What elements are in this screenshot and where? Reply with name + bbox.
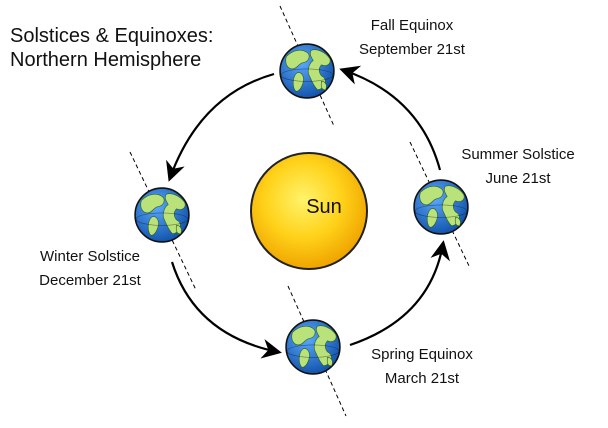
title-line-1: Solstices & Equinoxes: <box>10 25 214 47</box>
earth-icon-winter <box>134 187 190 243</box>
orbit-arrow-fall-to-winter <box>166 72 275 182</box>
caption-winter-solstice: Winter Solstice December 21st <box>28 245 152 293</box>
earth-icon-fall <box>279 43 335 99</box>
axis-line-summer <box>409 141 471 269</box>
orbit-arrow-winter-to-spring <box>170 261 282 359</box>
caption-date: September 21st <box>359 41 465 58</box>
caption-summer-solstice: Summer Solstice June 21st <box>452 143 584 191</box>
diagram-title: Solstices & Equinoxes: Northern Hemisphe… <box>10 24 213 72</box>
axis-line-winter <box>129 151 197 291</box>
caption-spring-equinox: Spring Equinox March 21st <box>360 343 484 391</box>
title-line-2: Northern Hemisphere <box>10 49 202 71</box>
caption-date: March 21st <box>384 370 460 387</box>
earth-icon-spring <box>285 319 341 375</box>
sun <box>250 152 368 270</box>
caption-name: Fall Equinox <box>370 17 454 34</box>
sun-label: Sun <box>306 196 342 218</box>
orbit-arrow-summer-to-fall <box>339 65 442 171</box>
caption-fall-equinox: Fall Equinox September 21st <box>350 14 474 62</box>
caption-name: Spring Equinox <box>371 346 473 363</box>
caption-name: Winter Solstice <box>39 248 141 265</box>
caption-date: December 21st <box>39 272 141 289</box>
caption-date: June 21st <box>485 170 551 187</box>
orbit-arrow-spring-to-summer <box>349 240 451 347</box>
caption-name: Summer Solstice <box>461 146 575 163</box>
